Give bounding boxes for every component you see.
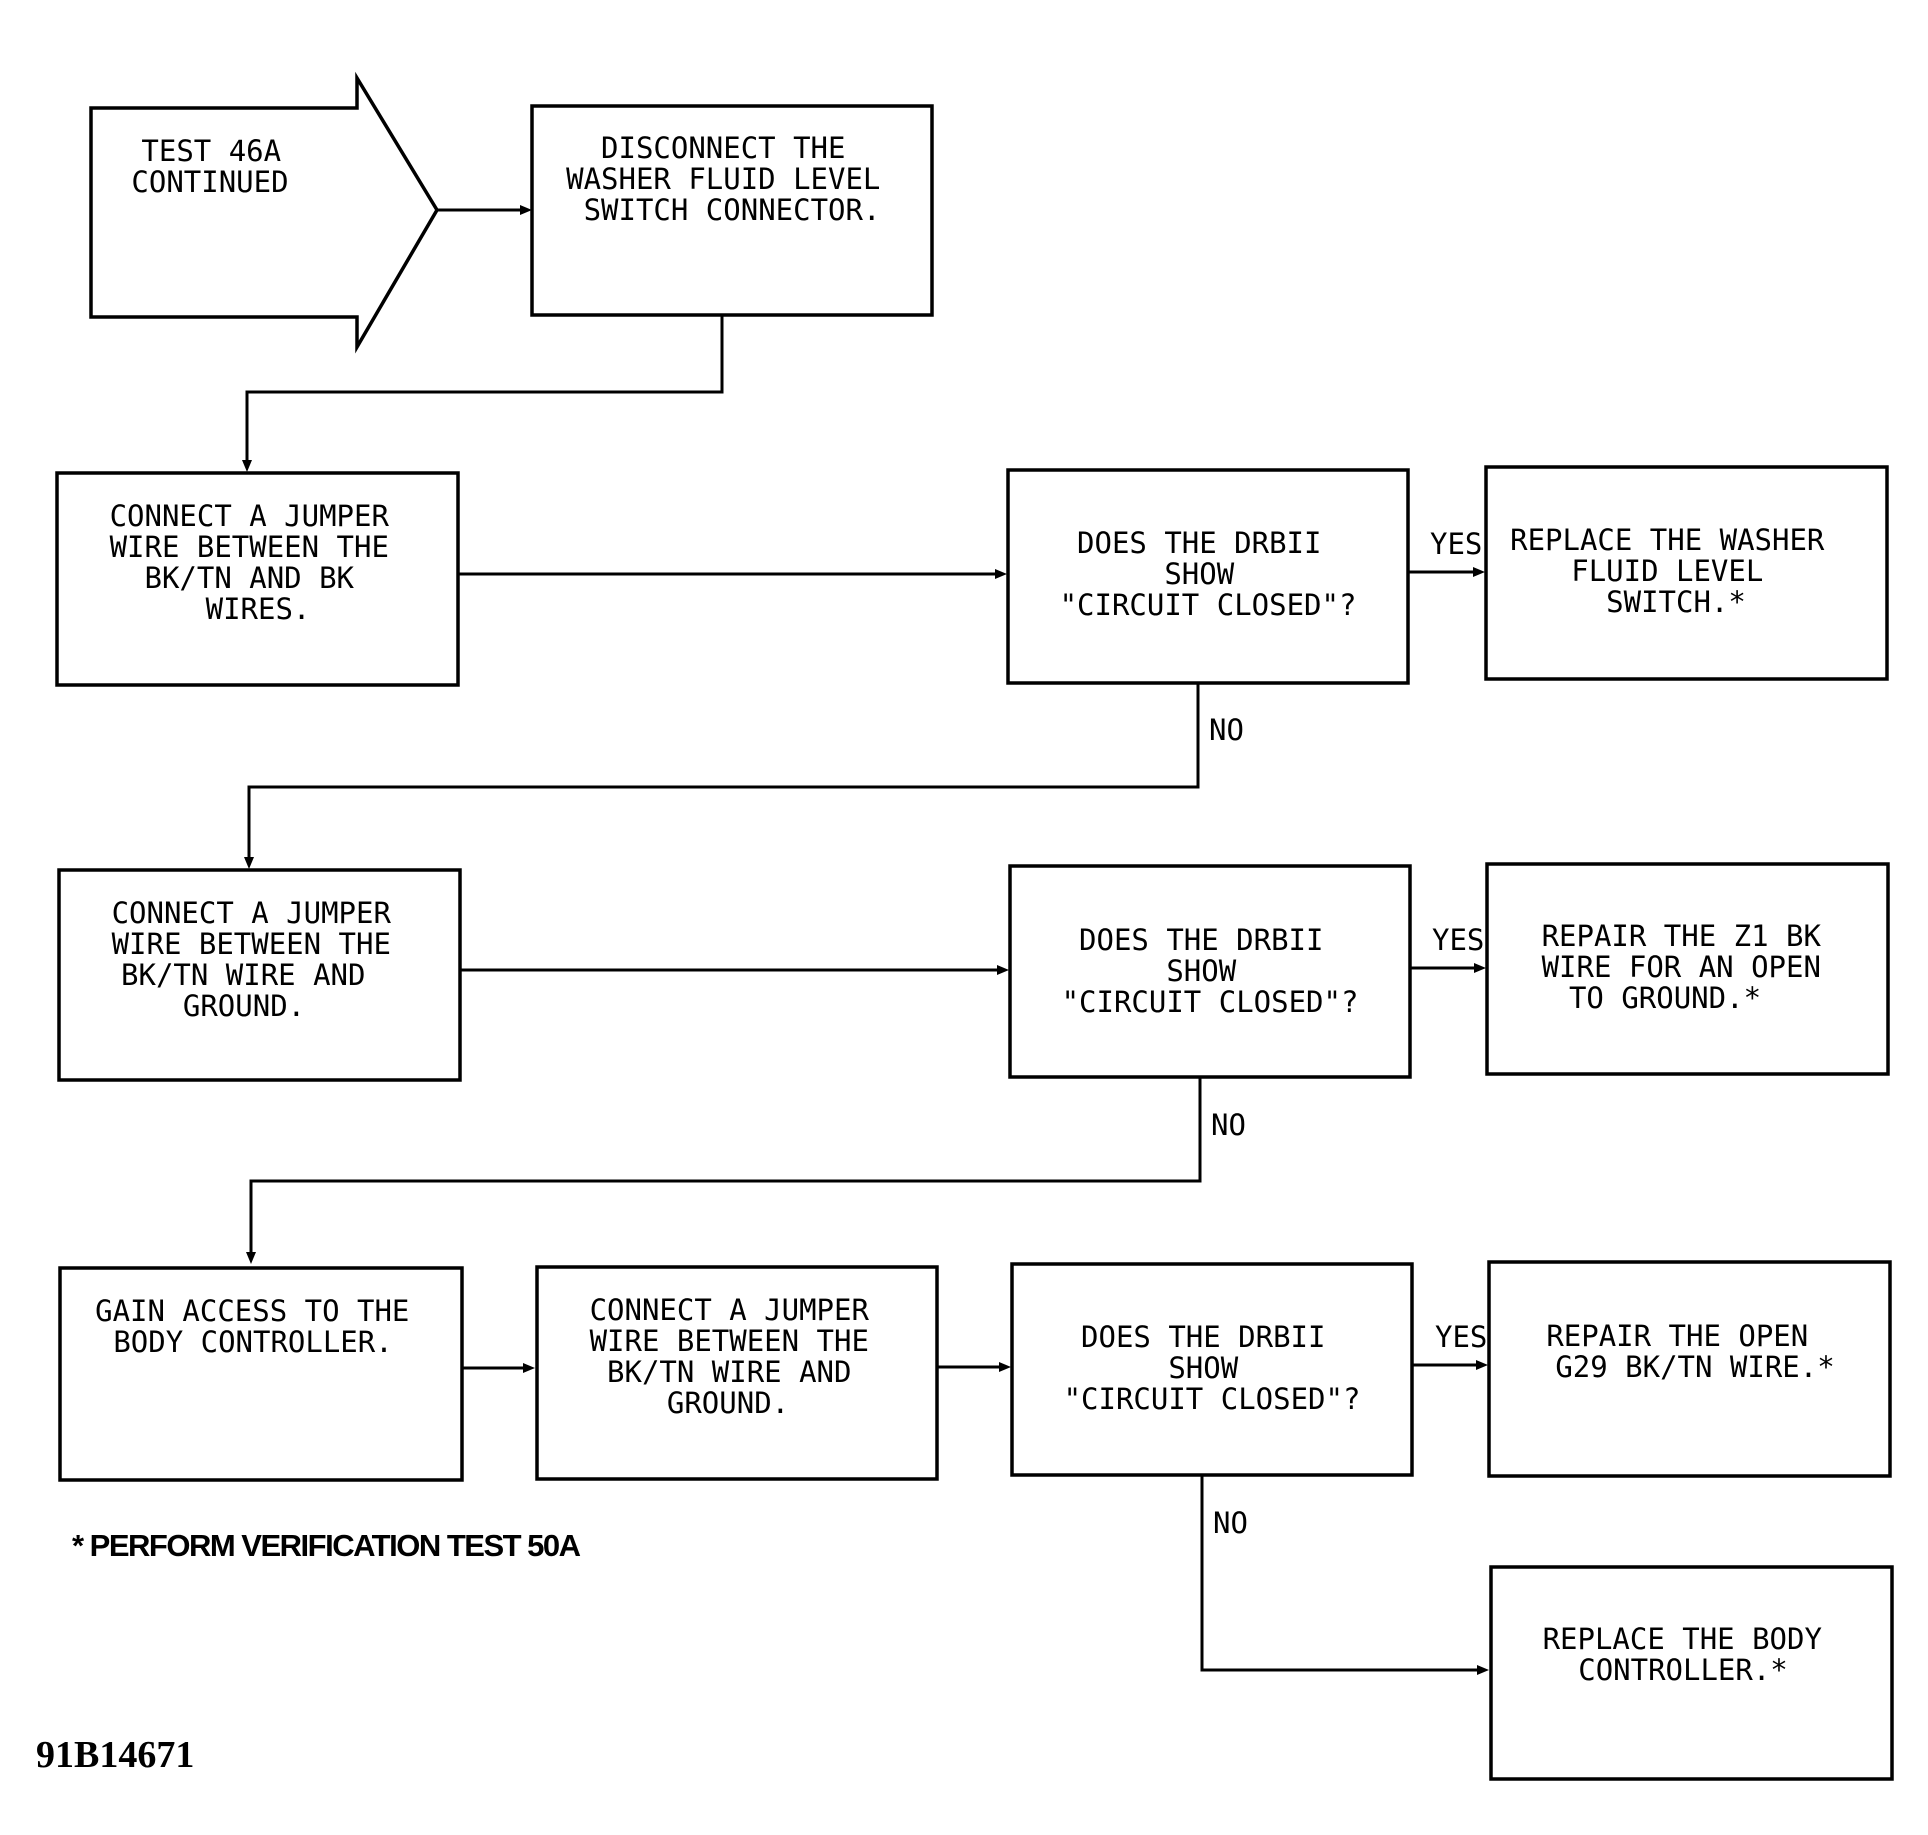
yes-label-2: YES	[1432, 923, 1484, 957]
result-replace-switch-text: REPLACE THE WASHER FLUID LEVEL SWITCH.*	[1510, 523, 1842, 619]
result-replace-body-controller: REPLACE THE BODY CONTROLLER.*	[1489, 1565, 1894, 1781]
arrowhead	[242, 460, 252, 472]
question-circuit-closed-2: DOES THE DRBII SHOW "CIRCUIT CLOSED"?	[1008, 864, 1412, 1079]
arrowhead	[1476, 1360, 1488, 1370]
step-jumper-wire-ground-2: CONNECT A JUMPER WIRE BETWEEN THE BK/TN …	[535, 1265, 939, 1481]
question-circuit-closed-2-text: DOES THE DRBII SHOW "CIRCUIT CLOSED"?	[1062, 923, 1359, 1019]
no-label-1: NO	[1209, 713, 1244, 747]
yes-label-1: YES	[1430, 527, 1482, 561]
arrowhead	[997, 965, 1009, 975]
no-label-2: NO	[1211, 1108, 1246, 1142]
arrowhead	[1474, 963, 1486, 973]
arrowhead	[999, 1362, 1011, 1372]
arrowhead	[1477, 1665, 1489, 1675]
arrowhead	[995, 569, 1007, 579]
arrowhead	[1473, 567, 1485, 577]
result-repair-z1-wire: REPAIR THE Z1 BK WIRE FOR AN OPEN TO GRO…	[1485, 862, 1890, 1076]
step-jumper-bk-wires: CONNECT A JUMPER WIRE BETWEEN THE BK/TN …	[55, 471, 460, 687]
footnote: * PERFORM VERIFICATION TEST 50A	[72, 1528, 581, 1563]
question-circuit-closed-1: DOES THE DRBII SHOW "CIRCUIT CLOSED"?	[1006, 468, 1410, 685]
start-label: TEST 46A CONTINUED	[131, 134, 298, 199]
step-jumper-wire-ground-text: CONNECT A JUMPER WIRE BETWEEN THE BK/TN …	[112, 896, 409, 1023]
result-repair-g29-wire: REPAIR THE OPEN G29 BK/TN WIRE.*	[1487, 1260, 1892, 1478]
no-label-3: NO	[1213, 1506, 1248, 1540]
connector-question-3-no	[1200, 1475, 1482, 1672]
connector-disconnect-to-jumper-bk	[245, 315, 724, 465]
step-jumper-bk-wires-text: CONNECT A JUMPER WIRE BETWEEN THE BK/TN …	[110, 499, 407, 626]
arrowhead	[520, 205, 532, 215]
result-repair-g29-wire-text: REPAIR THE OPEN G29 BK/TN WIRE.*	[1546, 1319, 1834, 1384]
arrowhead	[246, 1252, 256, 1264]
arrowhead	[523, 1363, 535, 1373]
connector-question-1-no	[247, 683, 1200, 862]
start-arrow: TEST 46A CONTINUED	[89, 71, 440, 354]
step-gain-access: GAIN ACCESS TO THE BODY CONTROLLER.	[58, 1266, 464, 1482]
result-replace-switch: REPLACE THE WASHER FLUID LEVEL SWITCH.*	[1484, 465, 1889, 681]
step-disconnect-connector: DISCONNECT THE WASHER FLUID LEVEL SWITCH…	[530, 104, 934, 317]
step-gain-access-text: GAIN ACCESS TO THE BODY CONTROLLER.	[95, 1294, 427, 1359]
question-circuit-closed-3: DOES THE DRBII SHOW "CIRCUIT CLOSED"?	[1010, 1262, 1414, 1477]
step-jumper-wire-ground: CONNECT A JUMPER WIRE BETWEEN THE BK/TN …	[57, 868, 462, 1082]
result-repair-z1-wire-text: REPAIR THE Z1 BK WIRE FOR AN OPEN TO GRO…	[1542, 919, 1839, 1015]
yes-label-3: YES	[1435, 1320, 1487, 1354]
connector-question-2-no	[249, 1077, 1202, 1257]
arrowhead	[244, 857, 254, 869]
result-replace-body-controller-text: REPLACE THE BODY CONTROLLER.*	[1543, 1622, 1840, 1687]
figure-id: 91B14671	[36, 1734, 195, 1776]
step-jumper-wire-ground-2-text: CONNECT A JUMPER WIRE BETWEEN THE BK/TN …	[590, 1293, 887, 1420]
question-circuit-closed-3-text: DOES THE DRBII SHOW "CIRCUIT CLOSED"?	[1064, 1320, 1361, 1416]
question-circuit-closed-1-text: DOES THE DRBII SHOW "CIRCUIT CLOSED"?	[1060, 526, 1357, 622]
step-disconnect-connector-text: DISCONNECT THE WASHER FLUID LEVEL SWITCH…	[566, 131, 898, 227]
